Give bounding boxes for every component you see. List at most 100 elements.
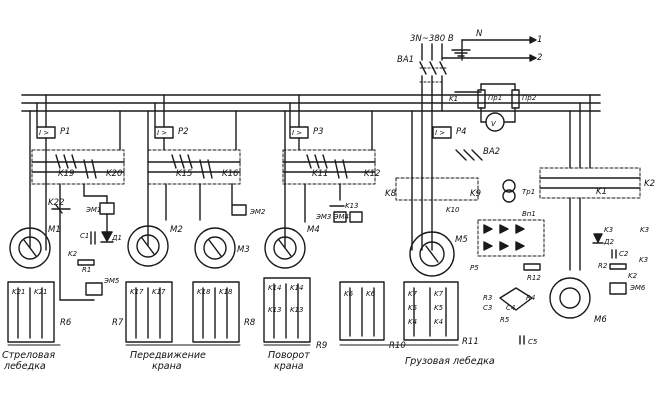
transformer-coil-b [502,189,516,203]
output-2-label: 2 [537,53,542,63]
caption-hoist-winch: Грузовая лебедка [405,356,495,367]
capacitor-c4-label: C4 [506,304,515,312]
contactor-k11-label: K11 [312,169,328,179]
capacitor-c1-label: C1 [80,232,89,240]
magnet-em2 [231,204,247,216]
brake-em5 [85,282,103,296]
output-1-label: 1 [537,35,542,45]
brake-em5-label: ЭМ5 [103,277,120,285]
overcurrent-relay-p4 [432,126,452,139]
capacitor-c3-label: C3 [483,304,492,312]
resistor-bank-r9 [263,277,311,343]
transformer-tr1-label: Тр1 [522,188,535,196]
motor-m5 [409,231,455,277]
power-buses: K1 [21,81,601,112]
rc-bridge [499,287,533,311]
motor-m3-label: M3 [237,245,250,255]
resistor-r12 [523,263,541,271]
capacitor-c5-label: C5 [528,338,538,346]
contact-k21b-label: K21 [34,288,48,296]
motor-m1-label: M1 [48,225,61,235]
resistor-bank-r8 [192,281,240,343]
contact-k14b-label: K14 [290,284,304,292]
resistor-r8-label: R8 [244,318,256,328]
contact-k13b-label: K13 [290,306,304,314]
motor-m2-label: M2 [170,225,183,235]
motor-m6-label: M6 [594,315,607,325]
contact-k10-label: K10 [446,206,460,214]
relay-p1-symbol: I > [39,129,49,137]
breaker-va2-label: ВА2 [483,147,500,157]
relay-p2-symbol: I > [157,129,167,137]
resistor-bank-r11 [403,281,459,341]
contactor-group-3 [282,149,376,185]
contactor-k15-label: K15 [176,169,192,179]
motor-m2 [127,225,169,267]
resistor-r12-label: R12 [527,274,541,282]
contact-k2-label: K2 [68,250,78,258]
contactor-group-4 [395,177,479,201]
contact-k5b-label: K5 [434,304,444,312]
contact-k4b-label: K4 [434,318,443,326]
magnet-em1 [99,202,115,215]
resistor-r5-label: R5 [500,316,510,324]
contact-k14a-label: K14 [268,284,282,292]
magnet-em6-label: ЭМ6 [629,284,646,292]
rectifier-vp1-label: Вп1 [522,210,536,218]
contact-k18b-label: K18 [219,288,233,296]
main-breaker-label: ВА1 [397,55,414,65]
contact-k3a-label: K3 [604,226,613,234]
contactor-k1-label: K1 [596,187,607,197]
relay-p4-symbol: I > [435,129,445,137]
resistor-r1 [77,259,95,266]
resistor-bank-r6 [7,281,55,343]
contactor-k12-label: K12 [364,169,380,179]
contact-k22-label: K22 [48,198,64,208]
component-p5-label: P5 [470,264,479,272]
fuse-pr2-label: Пр2 [522,94,537,102]
section-auxiliary-drive: K1 K2 K3 K3 Д2 C2 K3 R2 K2 ЭМ6 M6 R3 R4 … [483,94,655,346]
contactor-group-1 [31,149,125,185]
contact-k7b-label: K7 [434,290,444,298]
contact-k6b-label: K6 [366,290,376,298]
supply-voltage-label: 3N~380 В [410,34,454,44]
contactor-k8-label: K8 [385,189,397,199]
motor-m3 [194,227,236,269]
resistor-r1-label: R1 [82,266,91,274]
caption-crane-travel-1: Передвижение [130,350,206,361]
motor-m6 [549,277,591,319]
diode-d2-label: Д2 [603,238,614,246]
diode-d1-label: Д1 [111,234,122,242]
caption-crane-slewing-2: крана [274,361,304,372]
neutral-label: N [476,29,483,39]
contact-k6a-label: K6 [344,290,354,298]
contact-k2-aux-label: K2 [628,272,638,280]
magnet-em4 [349,211,363,223]
resistor-bank-r10 [339,281,385,341]
contact-k18a-label: K18 [197,288,211,296]
contactor-k16-label: K16 [222,169,239,179]
contact-k5a-label: K5 [408,304,418,312]
section-crane-travel: I > P2 K15 K16 ЭМ2 M2 M3 K1 [112,94,266,372]
caption-crane-travel-2: крана [152,361,182,372]
contact-k4a-label: K4 [408,318,417,326]
section-crane-slewing: I > P3 K11 K12 K13 ЭМ3 ЭМ4 M4 K14 K14 K [263,94,380,372]
voltmeter [485,112,505,132]
supply-input: 3N~380 В N 1 2 ВА1 [397,29,542,91]
contact-k1-top: K1 [449,95,458,103]
contact-k17a-label: K17 [130,288,144,296]
resistor-r10-label: R10 [389,341,406,351]
contactor-k19-label: K19 [58,169,74,179]
contact-k13-label: K13 [345,202,359,210]
relay-p3-label: P3 [313,127,324,137]
contactor-k9-label: K9 [470,189,481,199]
magnet-em6 [609,282,627,295]
contactor-group-2 [147,149,241,185]
motor-m5-label: M5 [455,235,468,245]
resistor-r11-label: R11 [462,337,479,347]
contact-k3-right-label: K3 [639,256,648,264]
transformer-coil-a [502,179,516,193]
caption-boom-winch-2: лебедка [3,361,46,372]
resistor-r3-label: R3 [483,294,492,302]
relay-p3-symbol: I > [292,129,302,137]
